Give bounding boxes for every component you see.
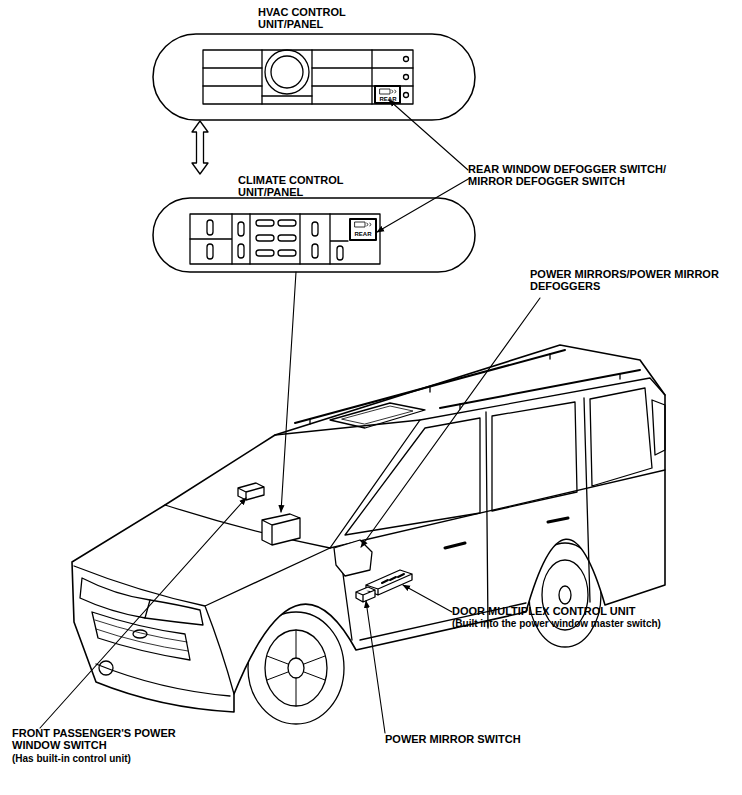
indicator-light xyxy=(404,75,409,80)
leader-lines xyxy=(40,100,540,733)
slider-button xyxy=(207,220,213,235)
panel-dividers xyxy=(203,68,413,96)
panel-heading: HVAC CONTROL UNIT/PANEL xyxy=(258,6,370,31)
capsule-outline xyxy=(152,174,476,273)
mode-button xyxy=(278,250,296,256)
button-label: REAR xyxy=(374,96,402,103)
tail-light xyxy=(652,400,665,455)
wheel-hub xyxy=(559,586,571,604)
roof-rail xyxy=(295,350,640,423)
capsule-outline xyxy=(153,34,475,120)
leader-line xyxy=(389,100,468,170)
leader-line xyxy=(281,272,296,512)
door-seams xyxy=(340,398,590,640)
hvac-panel-face xyxy=(203,50,413,104)
callout-label: DOOR MULTIPLEX CONTROL UNIT xyxy=(452,605,740,617)
vehicle-drawing xyxy=(72,345,665,724)
sunroof xyxy=(342,406,413,424)
panel-dividers xyxy=(190,214,348,264)
defogger-button xyxy=(350,219,376,240)
panel-frame xyxy=(190,214,380,264)
mode-button xyxy=(278,235,296,241)
passenger-window-switch xyxy=(238,483,264,500)
mode-button xyxy=(256,220,274,226)
leader-line xyxy=(40,498,246,728)
leader-line xyxy=(377,178,470,232)
grille-bars xyxy=(95,620,188,651)
callout-label: REAR WINDOW DEFOGGER SWITCH/ MIRROR DEFO… xyxy=(468,163,698,188)
slider-button xyxy=(337,246,343,260)
panel-dividers xyxy=(262,50,372,104)
control-knob xyxy=(271,56,303,88)
headlight xyxy=(145,600,203,625)
control-knob xyxy=(265,50,309,94)
control-panel-node: HVAC CONTROL UNIT/PANEL xyxy=(152,6,476,121)
wheel-spokes xyxy=(267,630,325,706)
headlight xyxy=(80,578,150,618)
button-label: REAR xyxy=(349,231,377,238)
capsule-outline xyxy=(153,198,475,272)
body-outline xyxy=(72,345,665,712)
callout-label: POWER MIRRORS/POWER MIRROR DEFOGGERS xyxy=(530,268,738,293)
callout-label: POWER MIRROR SWITCH xyxy=(385,733,605,745)
front-door-window xyxy=(345,418,480,535)
callout-label: (Built into the power window master swit… xyxy=(452,618,740,629)
bumper-line xyxy=(96,664,230,696)
callout-label: FRONT PASSENGER'S POWER WINDOW SWITCH xyxy=(12,727,194,752)
mode-button xyxy=(256,235,274,241)
emblem xyxy=(133,630,147,638)
mirror-switch xyxy=(356,587,375,602)
slider-button xyxy=(238,222,244,236)
door-handle xyxy=(445,518,568,548)
quarter-window xyxy=(590,388,652,486)
slider-button xyxy=(312,222,318,236)
switch-buttons xyxy=(382,574,404,583)
panel-heading: CLIMATE CONTROL UNIT/PANEL xyxy=(238,174,350,199)
callout-label: (Has built-in control unit) xyxy=(12,753,212,764)
panel-frame xyxy=(203,50,413,104)
wheel-hub xyxy=(288,658,304,678)
mode-button xyxy=(256,250,274,256)
leader-line xyxy=(366,601,385,733)
indicator-light xyxy=(404,57,409,62)
rear-door-window xyxy=(492,402,577,511)
roof-rail-mount xyxy=(310,354,620,424)
climate-control-unit xyxy=(262,514,300,545)
mode-button xyxy=(278,220,296,226)
fog-light xyxy=(99,661,113,675)
wheel-rim xyxy=(265,630,327,706)
sunroof xyxy=(330,403,425,428)
belt-line xyxy=(330,470,665,548)
leader-line xyxy=(403,585,452,612)
indicator-light xyxy=(404,93,409,98)
defogger-icon xyxy=(380,89,396,94)
hood-lines xyxy=(74,548,330,694)
double-arrow xyxy=(192,121,208,174)
slider-button xyxy=(207,244,213,259)
slider-button xyxy=(312,244,318,258)
climate-panel-face xyxy=(190,214,380,264)
door-mirror xyxy=(334,540,372,576)
defogger-icon xyxy=(355,222,371,227)
leader-line xyxy=(361,298,540,547)
slider-button xyxy=(238,244,244,258)
control-panel-node: CLIMATE CONTROL UNIT/PANEL xyxy=(152,174,476,273)
